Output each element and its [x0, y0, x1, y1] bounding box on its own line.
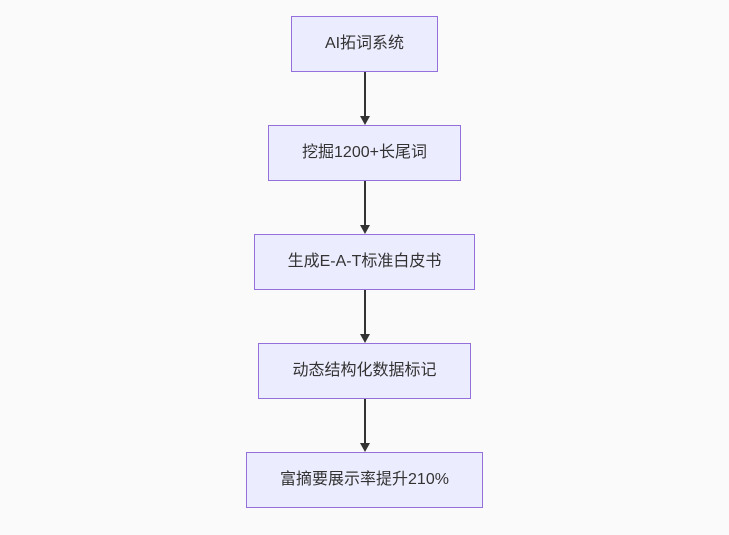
- flow-node-structured-data-markup: 动态结构化数据标记: [258, 343, 471, 399]
- arrow-line: [363, 399, 366, 443]
- arrow-line: [363, 72, 366, 116]
- arrow-line: [363, 181, 366, 225]
- arrow-down-edge-2: [359, 181, 370, 234]
- flow-node-eat-whitepaper: 生成E-A-T标准白皮书: [253, 234, 476, 290]
- arrowhead-down-icon: [359, 443, 370, 452]
- flow-node-longtail-mining: 挖掘1200+长尾词: [268, 125, 461, 181]
- arrowhead-down-icon: [359, 334, 370, 343]
- arrow-down-edge-4: [359, 399, 370, 452]
- arrowhead-down-icon: [359, 116, 370, 125]
- arrow-down-edge-3: [359, 290, 370, 343]
- arrow-down-edge-1: [359, 72, 370, 125]
- arrow-line: [363, 290, 366, 334]
- flow-node-ai-keyword-system: AI拓词系统: [290, 16, 439, 72]
- arrowhead-down-icon: [359, 225, 370, 234]
- flow-node-rich-snippet-result: 富摘要展示率提升210%: [246, 452, 483, 508]
